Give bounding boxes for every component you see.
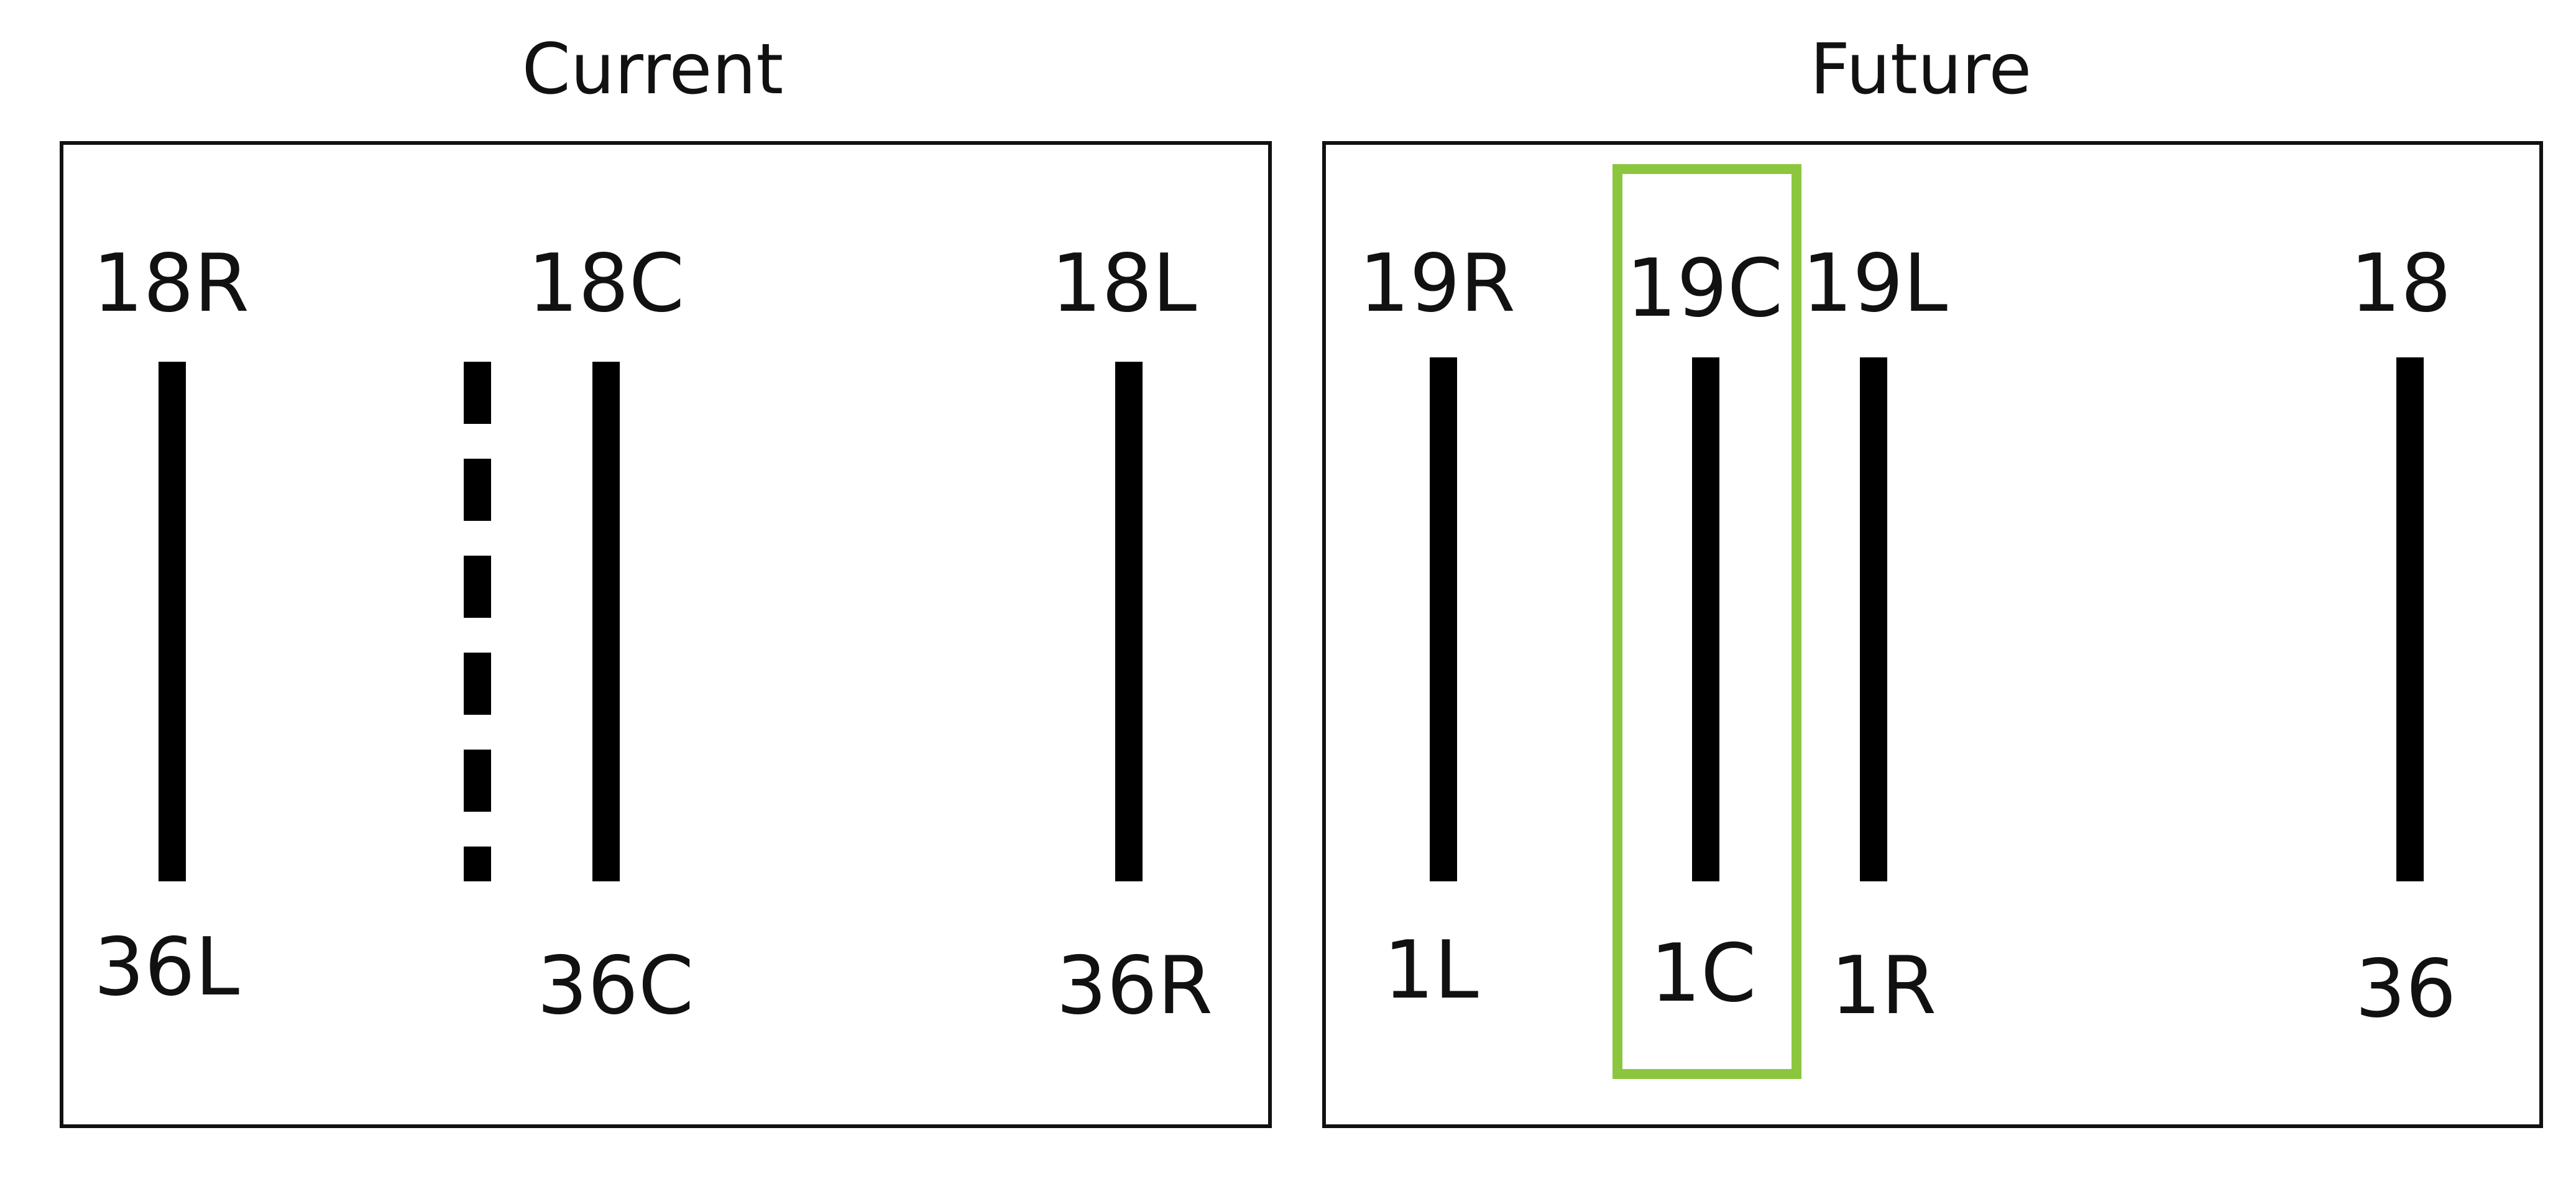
current-panel-frame [60,141,1272,1128]
runway-label-18l: 18L [1051,237,1197,330]
runway-label-19c: 19C [1626,242,1783,335]
future-panel-frame [1322,141,2543,1128]
runway-label-1l: 1L [1384,924,1479,1017]
runway-label-18r: 18R [93,237,249,330]
future-panel: Future 19R 1L 19C 1C 19L 1R 18 36 [1322,29,2543,1128]
runway-label-19r: 19R [1359,237,1516,330]
current-panel-title: Current [522,29,784,110]
runway-label-36: 36 [2355,943,2457,1035]
runway-label-36r: 36R [1056,940,1213,1032]
current-panel: Current 18R 36L 18C 36C 18L 36R [60,29,1272,1128]
runway-label-1r: 1R [1831,940,1936,1032]
future-panel-title: Future [1810,29,2032,110]
runway-label-19l: 19L [1802,237,1948,330]
runway-label-36c: 36C [537,940,694,1032]
runway-label-18c: 18C [528,237,684,330]
runway-label-1c: 1C [1650,927,1757,1020]
runway-label-36l: 36L [94,921,239,1014]
highlight-box [1612,164,1801,1079]
runway-label-18: 18 [2350,237,2452,330]
